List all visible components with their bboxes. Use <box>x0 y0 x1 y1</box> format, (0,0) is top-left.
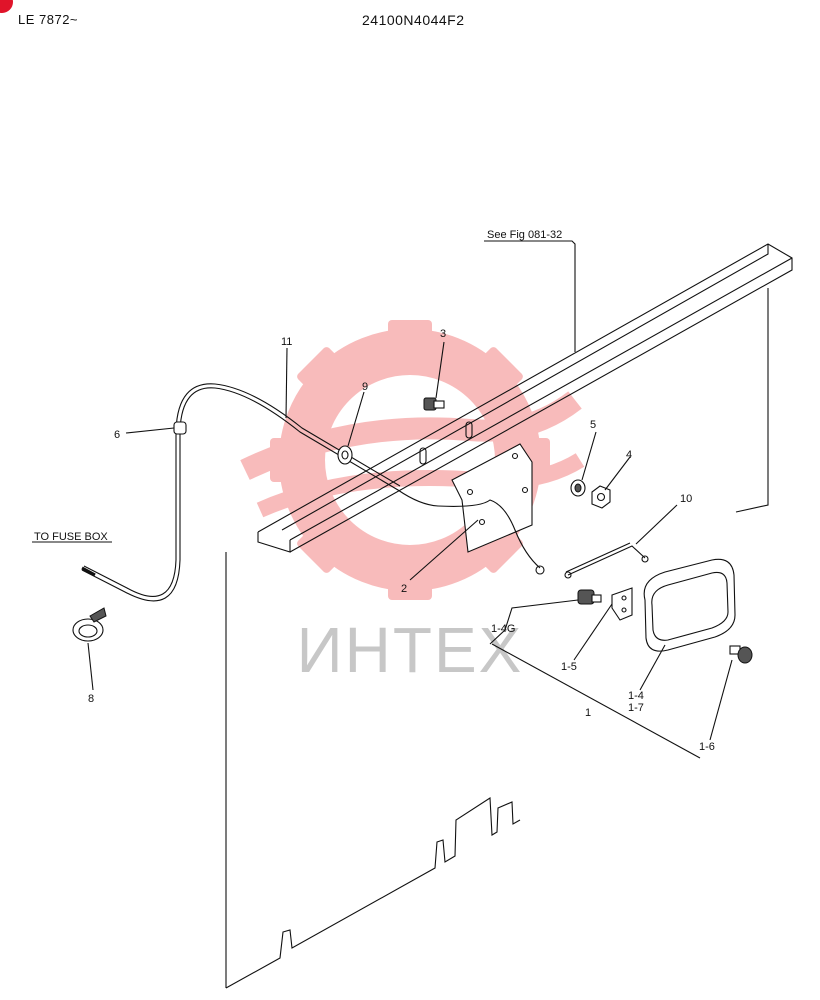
serial-range: LE 7872~ <box>18 12 79 27</box>
see-fig-reference: See Fig 081-32 <box>484 229 576 352</box>
callout-labels: 11 3 9 5 4 6 10 2 8 1-4G 1-5 1-4 1 1-7 1… <box>88 328 715 753</box>
callout-1-4g: 1-7 <box>628 702 644 714</box>
callout-1-4: 1-4 <box>628 690 644 702</box>
clip-icon <box>173 421 187 435</box>
bracket-1-6 <box>611 587 633 621</box>
top-rail <box>257 243 793 553</box>
washer-hole-icon <box>574 483 582 493</box>
document-number: 24100N4044F2 <box>362 12 465 28</box>
wire-harness <box>81 383 545 602</box>
see-fig-label: See Fig 081-32 <box>487 229 562 241</box>
grommet-icon <box>337 445 353 465</box>
leader-lines <box>87 341 733 759</box>
callout-1-6: 1-5 <box>561 661 577 673</box>
callout-3: 3 <box>440 328 446 340</box>
socket-1-5 <box>577 589 602 605</box>
callout-6: 6 <box>114 429 120 441</box>
screw-1-7 <box>729 645 753 664</box>
callout-4: 4 <box>626 449 632 461</box>
jumper-wire <box>564 542 649 579</box>
callout-1: 1 <box>585 707 591 719</box>
to-fuse-box-label: TO FUSE BOX <box>34 531 108 543</box>
bolt-3 <box>423 397 445 411</box>
callout-8: 9 <box>362 381 368 393</box>
work-lamp <box>643 558 736 652</box>
callout-11: 11 <box>281 336 292 348</box>
band-clamp <box>72 607 107 642</box>
callout-2: 2 <box>401 583 407 595</box>
corner-badge <box>0 0 13 13</box>
callout-1-5: 1-4G <box>491 623 515 635</box>
watermark-text: ИНТЕХ <box>297 614 524 686</box>
callout-5: 5 <box>590 419 596 431</box>
callout-1-7: 1-6 <box>699 741 715 753</box>
callout-10: 8 <box>88 693 94 705</box>
callout-9: 10 <box>680 493 692 505</box>
side-panel <box>225 288 769 989</box>
nut-icon <box>591 485 611 509</box>
